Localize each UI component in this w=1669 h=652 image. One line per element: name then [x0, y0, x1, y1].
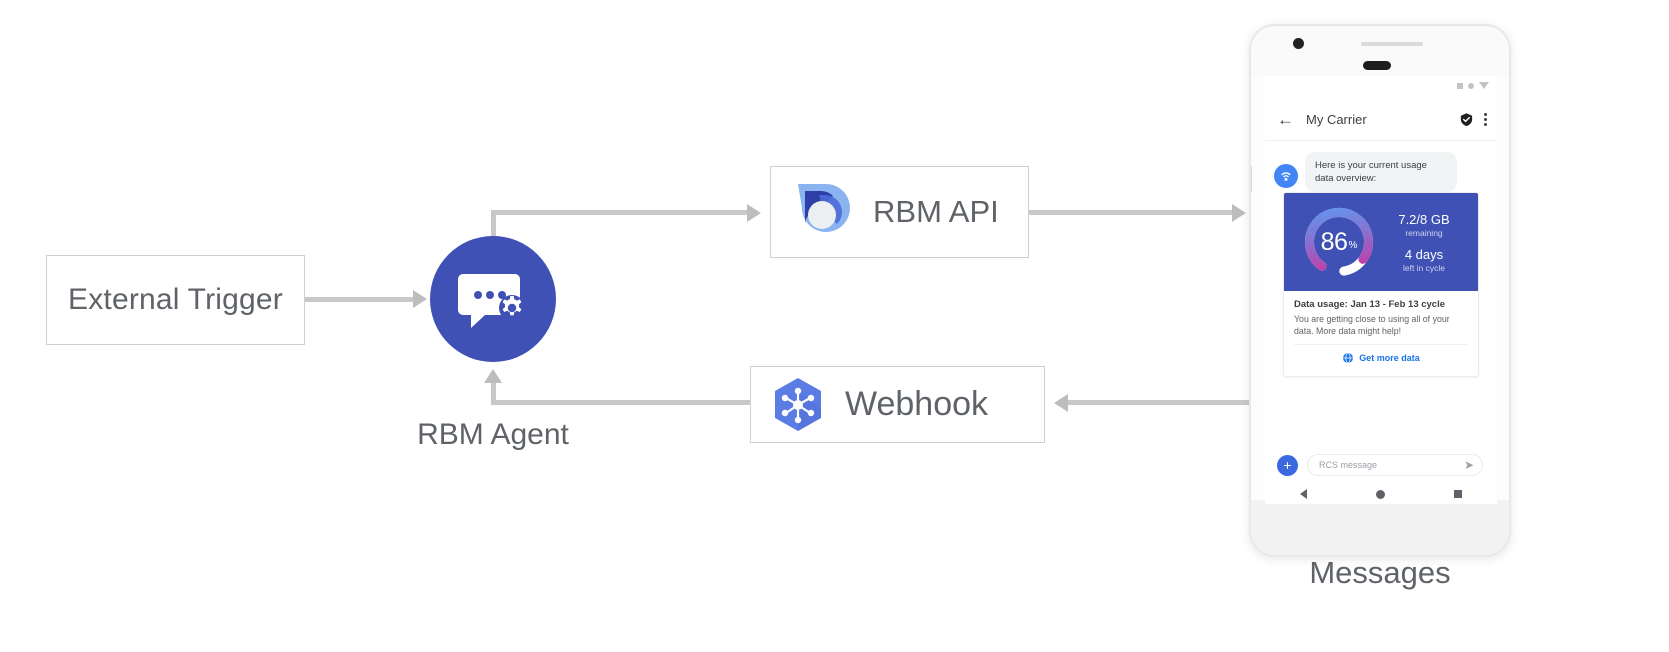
- rich-card-stats: 7.2/8 GB remaining 4 days left in cycle: [1378, 193, 1478, 291]
- arrowhead-trigger-to-agent: [413, 290, 427, 308]
- phone-screen: ← My Carrier: [1265, 76, 1497, 504]
- rbm-api-label: RBM API: [873, 194, 999, 229]
- power-button[interactable]: [1251, 166, 1252, 192]
- arrowhead-api-to-messages: [1232, 204, 1246, 222]
- phone-top-bezel: [1251, 26, 1509, 76]
- rich-card[interactable]: 86 % 7.2/8 GB remaining 4 days left in c…: [1283, 192, 1479, 377]
- conversation-thread: Here is your current usage data overview…: [1265, 140, 1497, 445]
- earpiece-speaker: [1363, 61, 1391, 70]
- messages-label: Messages: [1309, 555, 1451, 590]
- rbm-agent-node[interactable]: [430, 236, 556, 362]
- send-icon[interactable]: ➤: [1463, 458, 1474, 472]
- arrowhead-webhook-to-agent: [484, 369, 502, 383]
- app-bar-title: My Carrier: [1306, 111, 1367, 127]
- rich-card-title: Data usage: Jan 13 - Feb 13 cycle: [1294, 299, 1446, 310]
- circle-icon: [1468, 82, 1474, 89]
- rcs-message-placeholder: RCS message: [1319, 460, 1378, 470]
- external-trigger-label: External Trigger: [68, 283, 283, 316]
- rbm-api-node[interactable]: RBM API: [770, 166, 1029, 258]
- arrowhead-messages-to-webhook: [1054, 394, 1068, 412]
- days-left-sub: left in cycle: [1402, 262, 1446, 273]
- plus-icon[interactable]: +: [1277, 454, 1298, 476]
- android-nav-bar: [1265, 484, 1497, 504]
- rbm-api-icon: [798, 184, 850, 232]
- connector-webhook-to-agent: [491, 400, 750, 405]
- rich-card-hero: 86 % 7.2/8 GB remaining 4 days left in c…: [1284, 193, 1478, 291]
- gauge-unit: %: [1348, 240, 1358, 251]
- app-bar: ← My Carrier: [1265, 98, 1497, 141]
- status-bar: [1265, 76, 1497, 98]
- external-trigger-node[interactable]: External Trigger: [46, 255, 305, 345]
- overflow-menu-icon[interactable]: [1484, 112, 1487, 126]
- connector-agent-up-return: [491, 382, 496, 405]
- connector-api-to-messages: [1029, 210, 1234, 215]
- globe-icon: [1343, 352, 1354, 364]
- chat-gear-icon: [458, 274, 525, 328]
- recents-square-icon[interactable]: [1454, 490, 1463, 498]
- back-triangle-icon[interactable]: [1299, 489, 1307, 499]
- incoming-message-bubble: Here is your current usage data overview…: [1305, 152, 1457, 192]
- connector-messages-to-webhook: [1068, 400, 1262, 405]
- rcs-message-input[interactable]: RCS message ➤: [1307, 454, 1483, 476]
- triangle-down-icon: [1479, 82, 1489, 89]
- rich-card-body: Data usage: Jan 13 - Feb 13 cycle You ar…: [1284, 291, 1478, 376]
- sensor-strip: [1361, 42, 1423, 46]
- gauge-value: 86: [1320, 227, 1348, 256]
- connector-trigger-to-agent: [305, 297, 415, 302]
- carrier-antenna-icon: [1274, 164, 1298, 188]
- get-more-data-button[interactable]: Get more data: [1294, 345, 1468, 370]
- get-more-data-label: Get more data: [1359, 353, 1420, 363]
- back-arrow-icon[interactable]: ←: [1277, 109, 1294, 129]
- days-left: 4 days: [1404, 246, 1444, 262]
- verified-shield-icon: [1460, 112, 1473, 126]
- webhook-label: Webhook: [845, 385, 989, 423]
- usage-gauge-icon: [1304, 207, 1374, 277]
- phone-device: ← My Carrier: [1249, 24, 1511, 557]
- rich-card-divider: [1294, 344, 1468, 345]
- message-composer: + RCS message ➤: [1265, 448, 1497, 482]
- front-camera-icon: [1293, 38, 1304, 49]
- data-amount: 7.2/8 GB: [1398, 211, 1450, 227]
- webhook-node[interactable]: Webhook: [750, 366, 1045, 443]
- square-icon: [1457, 82, 1463, 89]
- arrowhead-agent-to-api: [747, 204, 761, 222]
- gauge-value-group: 86 %: [1298, 201, 1380, 283]
- phone-bottom-bezel: [1251, 500, 1509, 555]
- connector-agent-to-api: [491, 210, 749, 215]
- data-amount-sub: remaining: [1405, 227, 1443, 238]
- home-circle-icon[interactable]: [1375, 489, 1385, 499]
- google-cloud-functions-hexagon-icon: [775, 377, 821, 431]
- rich-card-description: You are getting close to using all of yo…: [1294, 314, 1450, 336]
- rbm-agent-label: RBM Agent: [417, 418, 569, 451]
